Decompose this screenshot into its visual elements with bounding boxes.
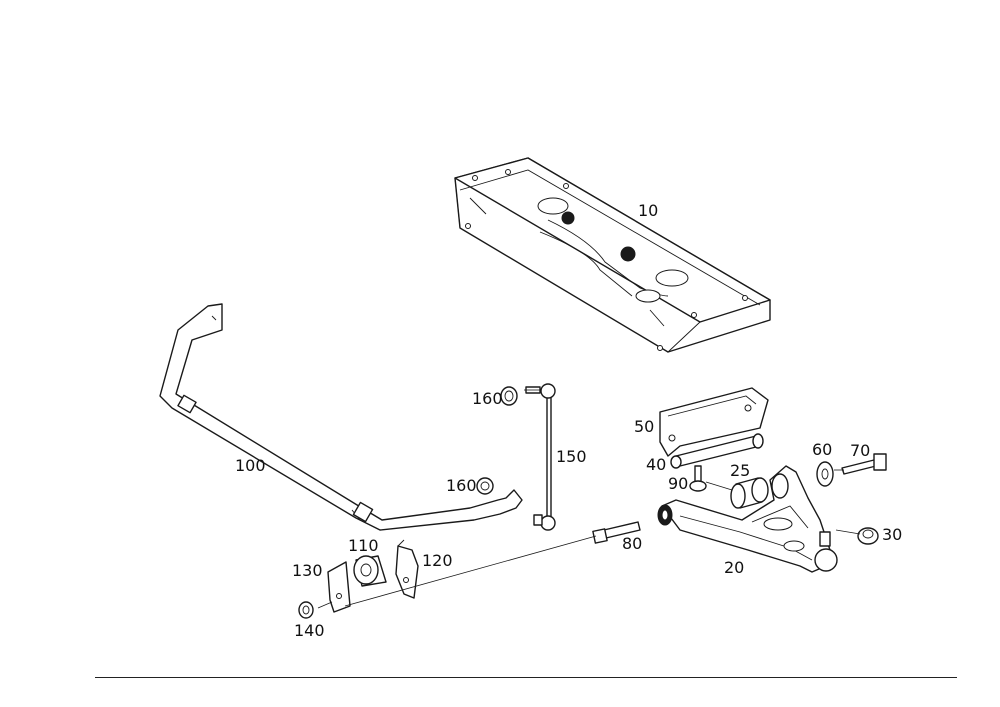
label-160-lower: 160	[446, 476, 477, 495]
part-120-clamp	[395, 539, 419, 599]
part-150-stabilizer-link	[525, 383, 556, 531]
label-100: 100	[235, 456, 266, 475]
label-40: 40	[646, 455, 667, 474]
part-25-bushing	[730, 477, 769, 509]
label-10: 10	[638, 201, 659, 220]
label-25: 25	[730, 461, 751, 480]
part-140-nut	[298, 601, 314, 619]
part-160-nut-lower	[476, 477, 494, 495]
part-130-clamp	[327, 561, 351, 613]
label-130: 130	[292, 561, 323, 580]
footer-divider	[95, 677, 957, 678]
label-30: 30	[882, 525, 903, 544]
part-100-stabilizer-bar	[159, 303, 523, 531]
label-80: 80	[622, 534, 643, 553]
label-110: 110	[348, 536, 379, 555]
part-80-bolt	[592, 521, 641, 544]
label-160-upper: 160	[472, 389, 503, 408]
part-20-control-arm	[657, 465, 838, 573]
part-10-crossmember	[454, 157, 771, 353]
label-140: 140	[294, 621, 325, 640]
label-20: 20	[724, 558, 745, 577]
leader-lines	[317, 389, 861, 609]
label-50: 50	[634, 417, 655, 436]
label-120: 120	[422, 551, 453, 570]
label-90: 90	[668, 474, 689, 493]
part-90-bolt	[689, 465, 707, 492]
label-150: 150	[556, 447, 587, 466]
part-60-washer	[816, 461, 834, 487]
label-70: 70	[850, 441, 871, 460]
part-40-shaft	[670, 433, 764, 469]
part-70-bolt	[841, 453, 887, 475]
part-50-bracket	[659, 387, 769, 457]
part-30-nut	[857, 527, 879, 545]
part-160-nut-upper	[500, 386, 518, 406]
label-60: 60	[812, 440, 833, 459]
part-110-bushing	[353, 555, 387, 587]
